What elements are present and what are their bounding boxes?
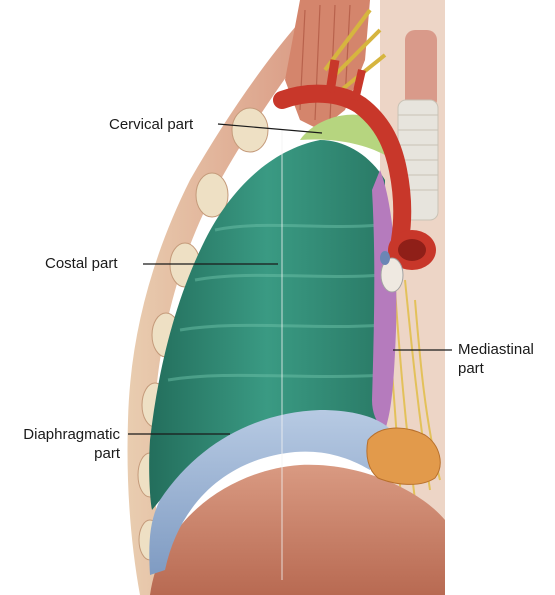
- diaphragm-muscle: [150, 464, 445, 595]
- esophagus: [405, 30, 437, 110]
- aorta: [273, 84, 412, 249]
- leader-cervical: [217, 123, 323, 134]
- cervical-pleura: [300, 114, 385, 155]
- label-mediastinal-part: Mediastinal part: [458, 341, 534, 377]
- label-diaphragmatic-part: Diaphragmatic part: [23, 426, 120, 462]
- mediastinal-pleura: [372, 170, 397, 430]
- label-costal-part: Costal part: [45, 255, 118, 272]
- label-cervical-part: Cervical part: [109, 116, 194, 133]
- abdominal-organ: [366, 427, 441, 485]
- diaphragmatic-pleura: [149, 410, 395, 575]
